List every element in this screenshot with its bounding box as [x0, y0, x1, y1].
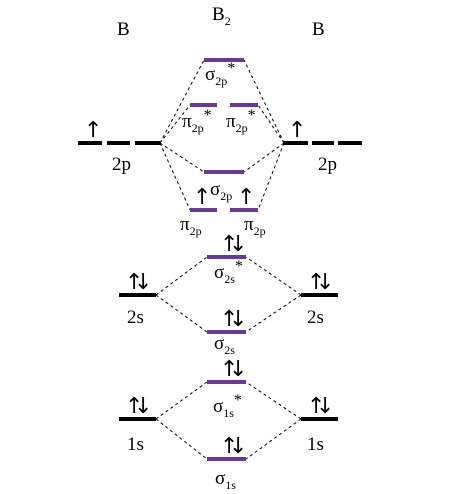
dash-right-2s-sigma2s — [245, 294, 302, 333]
label-pi-2p-star-left: π2p* — [182, 107, 212, 135]
atom-left-label: B — [117, 19, 130, 40]
dash-right-1s-sigma1s — [245, 418, 302, 460]
electron-down-right-1s: ↓ — [316, 394, 334, 419]
label-sigma-2s-star: σ2s* — [214, 258, 243, 286]
label-pi-2p-right: π2p — [244, 214, 266, 238]
label-sigma-2s: σ2s — [214, 333, 235, 357]
dash-left-2p-sigma2p — [159, 142, 205, 173]
molecular-levels — [190, 58, 258, 461]
label-sigma-2p-star: σ2p* — [205, 60, 235, 88]
dash-right-2p-pi2p — [257, 142, 285, 211]
label-right-2p: 2p — [318, 154, 337, 175]
electron-up-sigma-1s-star: ↑ — [220, 357, 238, 382]
correlation-lines — [155, 59, 302, 460]
dash-left-1s-sigma1sstar — [155, 381, 208, 420]
electron-up-right-1s: ↑ — [307, 394, 325, 419]
dash-right-2p-sigma2p — [243, 142, 285, 173]
electron-down-left-1s: ↓ — [134, 394, 152, 419]
dash-left-2p-pi2p — [159, 142, 191, 211]
label-pi-2p-left: π2p — [180, 214, 202, 238]
molecule-title-subscript: 2 — [225, 14, 231, 28]
label-sigma-1s: σ1s — [215, 468, 236, 492]
electron-up-left-2s: ↑ — [125, 270, 143, 295]
electron-down-sigma-1s-star: ↓ — [229, 357, 247, 382]
label-right-1s: 1s — [307, 434, 324, 455]
dash-left-2s-sigma2s — [155, 294, 208, 333]
electron-up-left-1s: ↑ — [125, 394, 143, 419]
electron-down-sigma-2s-star: ↓ — [229, 232, 247, 257]
molecule-title: B2 — [212, 4, 231, 28]
electron-down-sigma-2s: ↓ — [229, 307, 247, 332]
atom-right-label: B — [312, 19, 325, 40]
electron-up-right-2s: ↑ — [307, 270, 325, 295]
electron-up-pi-2p-left: ↑ — [193, 185, 211, 210]
label-right-2s: 2s — [307, 307, 324, 328]
atomic-levels — [78, 141, 362, 421]
electron-up-sigma-1s: ↑ — [220, 434, 238, 459]
dash-left-2p-pi2pstar — [159, 104, 191, 144]
dash-left-1s-sigma1s — [155, 418, 208, 460]
label-sigma-2p: σ2p — [210, 179, 232, 203]
dash-right-2p-sigma2pstar — [243, 59, 285, 144]
electron-up-left-2p: ↑ — [84, 118, 102, 143]
dash-left-2p-sigma2pstar — [159, 59, 205, 144]
electron-up-sigma-2s-star: ↑ — [220, 232, 238, 257]
electron-up-right-2p: ↑ — [288, 118, 306, 143]
electron-down-right-2s: ↓ — [316, 270, 334, 295]
electron-up-pi-2p-right: ↑ — [237, 185, 255, 210]
electron-down-sigma-1s: ↓ — [229, 434, 247, 459]
electron-up-sigma-2s: ↑ — [220, 307, 238, 332]
dash-right-1s-sigma1sstar — [245, 381, 302, 420]
label-sigma-1s-star: σ1s* — [213, 392, 242, 420]
label-left-2s: 2s — [127, 307, 144, 328]
dash-left-2s-sigma2sstar — [155, 256, 208, 296]
label-left-2p: 2p — [112, 154, 131, 175]
dash-right-2s-sigma2sstar — [245, 256, 302, 296]
label-pi-2p-star-right: π2p* — [226, 107, 256, 135]
electron-down-left-2s: ↓ — [134, 270, 152, 295]
dash-right-2p-pi2pstar — [257, 104, 285, 144]
molecule-title-main: B — [212, 4, 225, 25]
label-left-1s: 1s — [127, 434, 144, 455]
